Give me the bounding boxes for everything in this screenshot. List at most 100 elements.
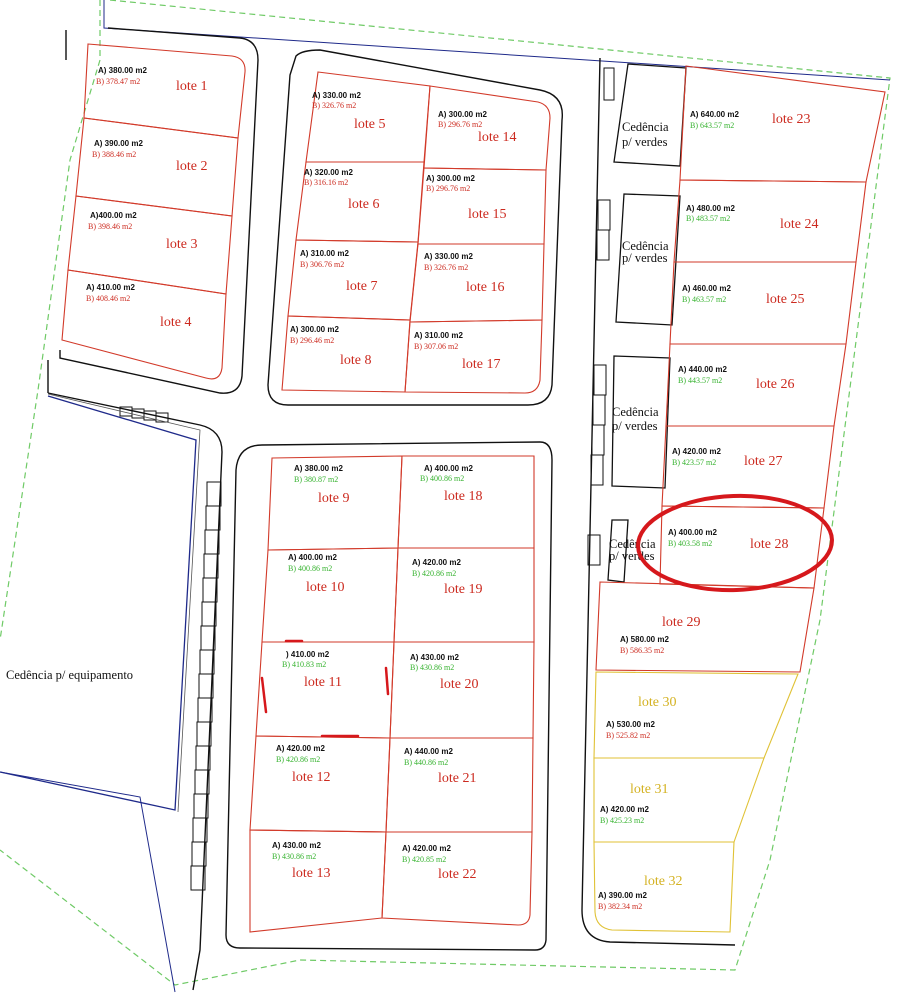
lot-name-label: lote 2 — [176, 159, 208, 174]
lot-area-b: B) 525.82 m2 — [606, 731, 650, 740]
lot-area-a: A) 420.00 m2 — [672, 447, 721, 456]
lot-area-a: A) 440.00 m2 — [678, 365, 727, 374]
lot-area-a: A) 420.00 m2 — [412, 558, 461, 567]
markup-strokes — [260, 639, 390, 738]
lot-area-a: A) 380.00 m2 — [98, 66, 147, 75]
lot-area-b: B) 403.58 m2 — [668, 539, 712, 548]
lot-area-b: B) 410.83 m2 — [282, 660, 326, 669]
lot-name-label: lote 19 — [444, 582, 483, 597]
lot-name-label: lote 21 — [438, 771, 477, 786]
lot-area-a: A) 480.00 m2 — [686, 204, 735, 213]
lot-name-label: lote 1 — [176, 79, 208, 94]
lot-name-label: lote 15 — [468, 207, 507, 222]
lot-area-a: A) 410.00 m2 — [86, 283, 135, 292]
lot-area-b: B) 378.47 m2 — [96, 77, 140, 86]
lot-area-a: A) 430.00 m2 — [410, 653, 459, 662]
lot-name-label: lote 20 — [440, 677, 479, 692]
lot-area-b: B) 420.86 m2 — [276, 755, 320, 764]
lot-area-b: B) 296.76 m2 — [438, 120, 482, 129]
lot-area-a: A) 320.00 m2 — [304, 168, 353, 177]
lot-area-b: B) 483.57 m2 — [686, 214, 730, 223]
lot-area-a: ) 410.00 m2 — [286, 650, 330, 659]
cedencia-verdes-labels: Cedência p/ verdes Cedência p/ verdes Ce… — [609, 120, 669, 563]
lot-parcel — [593, 841, 735, 933]
lot-area-b: B) 430.86 m2 — [272, 852, 316, 861]
lot-parcel — [61, 269, 227, 380]
cedencia-verdes-areas — [607, 63, 687, 583]
lot-area-b: B) 400.86 m2 — [420, 474, 464, 483]
lot-area-a: A) 300.00 m2 — [290, 325, 339, 334]
lot-area-a: A) 400.00 m2 — [424, 464, 473, 473]
lot-area-a: A) 420.00 m2 — [402, 844, 451, 853]
lot-area-b: B) 420.85 m2 — [402, 855, 446, 864]
lot-name-label: lote 28 — [750, 537, 789, 552]
lot-area-b: B) 423.57 m2 — [672, 458, 716, 467]
lot-area-b: B) 643.57 m2 — [690, 121, 734, 130]
lot-area-a: A) 390.00 m2 — [598, 891, 647, 900]
lot-name-label: lote 6 — [348, 197, 380, 212]
cedencia-verdes-label: Cedência — [622, 239, 669, 253]
lot-labels: A) 380.00 m2 B) 378.47 m2 lote 1 A) 390.00 … — [86, 66, 819, 911]
lot-name-label: lote 4 — [160, 315, 192, 330]
lot-area-b: B) 296.46 m2 — [290, 336, 334, 345]
lot-parcel — [423, 85, 551, 171]
lot-area-a: A) 400.00 m2 — [668, 528, 717, 537]
lot-area-b: B) 296.76 m2 — [426, 184, 470, 193]
lot-name-label: lote 23 — [772, 112, 811, 127]
lot-area-a: A) 330.00 m2 — [312, 91, 361, 100]
lot-area-a: A) 380.00 m2 — [294, 464, 343, 473]
lot-name-label: lote 17 — [462, 357, 501, 372]
equipment-lot: Cedência p/ equipamento — [0, 393, 201, 813]
cedencia-verdes-label: Cedência — [622, 120, 669, 134]
lot-area-a: A) 400.00 m2 — [288, 553, 337, 562]
lot-name-label: lote 29 — [662, 615, 701, 630]
lot-parcels — [61, 43, 886, 933]
lot-area-a: A) 460.00 m2 — [682, 284, 731, 293]
lot-name-label: lote 7 — [346, 279, 378, 294]
lot-name-label: lote 32 — [644, 874, 683, 889]
lot-name-label: lote 12 — [292, 770, 331, 785]
lot-area-b: B) 440.86 m2 — [404, 758, 448, 767]
cedencia-verdes-label: p/ verdes — [622, 251, 668, 265]
lot-area-a: A) 330.00 m2 — [424, 252, 473, 261]
lot-area-b: B) 326.76 m2 — [312, 101, 356, 110]
lot-area-a: A) 530.00 m2 — [606, 720, 655, 729]
lot-name-label: lote 8 — [340, 353, 372, 368]
lot-area-a: A) 420.00 m2 — [276, 744, 325, 753]
lot-parcel — [381, 831, 533, 926]
lot-area-b: B) 420.86 m2 — [412, 569, 456, 578]
lot-area-b: B) 425.23 m2 — [600, 816, 644, 825]
lot-area-b: B) 430.86 m2 — [410, 663, 454, 672]
lot-name-label: lote 25 — [766, 292, 805, 307]
lot-name-label: lote 3 — [166, 237, 198, 252]
lot-area-a: A) 300.00 m2 — [438, 110, 487, 119]
lot-name-label: lote 31 — [630, 782, 669, 797]
lot-area-b: B) 380.87 m2 — [294, 475, 338, 484]
lot-area-b: B) 307.06 m2 — [414, 342, 458, 351]
lot-name-label: lote 24 — [780, 217, 819, 232]
lot-name-label: lote 16 — [466, 280, 505, 295]
lot-area-a: A) 430.00 m2 — [272, 841, 321, 850]
cedencia-verdes-label: Cedência — [612, 405, 659, 419]
lot-area-b: B) 463.57 m2 — [682, 295, 726, 304]
lot-area-b: B) 306.76 m2 — [300, 260, 344, 269]
lot-parcel — [595, 581, 815, 673]
parking-strip-left — [190, 481, 222, 891]
lot-parcel — [261, 547, 399, 643]
lot-area-b: B) 443.57 m2 — [678, 376, 722, 385]
lot-area-b: B) 408.46 m2 — [86, 294, 130, 303]
lot-parcel — [404, 319, 543, 394]
lot-name-label: lote 18 — [444, 489, 483, 504]
lot-area-a: A) 580.00 m2 — [620, 635, 669, 644]
lot-area-b: B) 586.35 m2 — [620, 646, 664, 655]
parking-strip-top — [119, 406, 169, 423]
highlight-circle — [636, 493, 834, 593]
lot-name-label: lote 5 — [354, 117, 386, 132]
lot-area-a: A) 390.00 m2 — [94, 139, 143, 148]
lot-area-b: B) 400.86 m2 — [288, 564, 332, 573]
lot-name-label: lote 14 — [478, 130, 517, 145]
lot-parcel — [593, 757, 765, 843]
lot-area-b: B) 388.46 m2 — [92, 150, 136, 159]
